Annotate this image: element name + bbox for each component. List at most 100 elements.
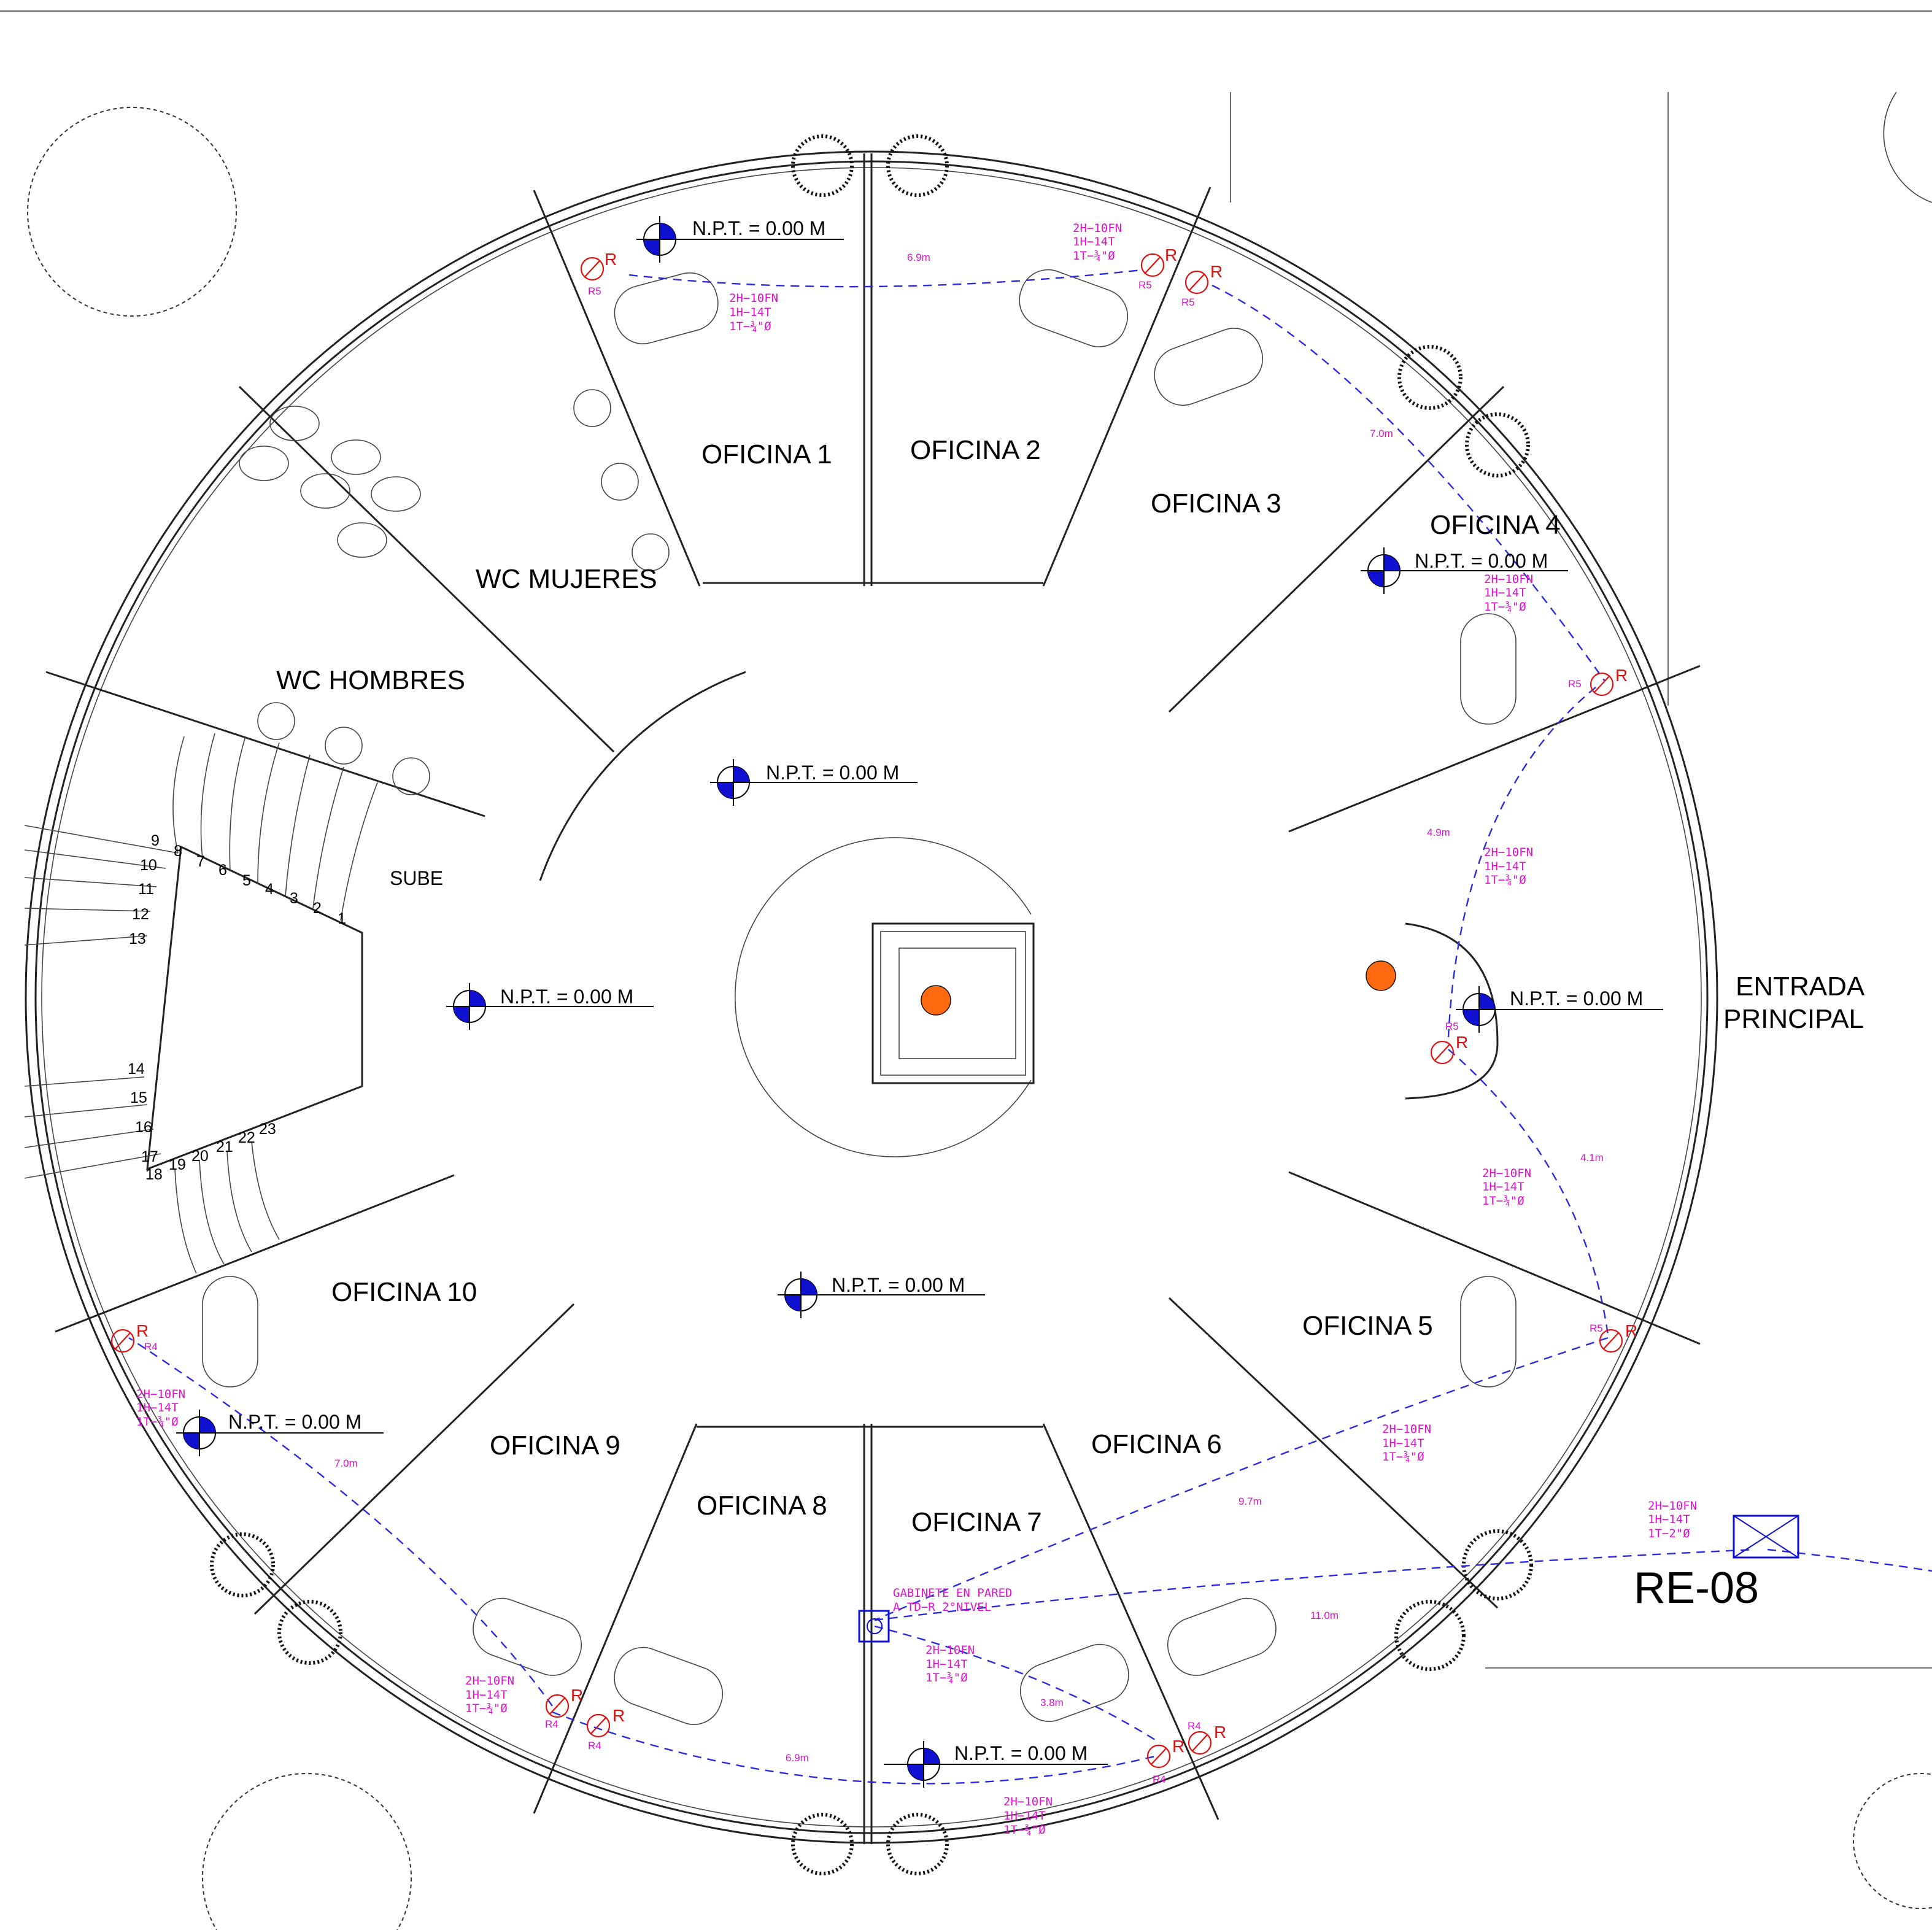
distance-label: 7.0m (1370, 428, 1393, 439)
plant-icon (1397, 345, 1463, 410)
svg-text:2H−10FN: 2H−10FN (1482, 1167, 1531, 1180)
distance-label: 4.9m (1427, 827, 1450, 838)
stair-number-21: 21 (216, 1138, 233, 1156)
office-furniture (202, 269, 1517, 1725)
stair-number-10: 10 (140, 857, 157, 874)
svg-text:1T−¾"Ø: 1T−¾"Ø (136, 1415, 179, 1429)
stair-number-20: 20 (191, 1148, 209, 1165)
level-marker: N.P.T. = 0.00 M (884, 1741, 1108, 1788)
svg-text:1H−14T: 1H−14T (1003, 1809, 1046, 1823)
outlet-icon: R R5 (1181, 262, 1223, 308)
plant-icon (791, 1813, 854, 1875)
svg-text:1H−14T: 1H−14T (1648, 1513, 1690, 1526)
svg-text:N.P.T. = 0.00 M: N.P.T. = 0.00 M (832, 1274, 965, 1296)
svg-text:N.P.T. = 0.00 M: N.P.T. = 0.00 M (228, 1411, 361, 1433)
person-icon (921, 985, 951, 1016)
tree-icon (202, 1773, 412, 1930)
room-label-oficina-4: OFICINA 4 (1430, 510, 1561, 540)
svg-text:N.P.T. = 0.00 M: N.P.T. = 0.00 M (954, 1742, 1088, 1764)
room-label-oficina-10: OFICINA 10 (331, 1277, 477, 1307)
svg-text:R: R (1165, 245, 1177, 264)
distance-label: 7.0m (334, 1457, 358, 1469)
svg-text:1H−14T: 1H−14T (1484, 586, 1526, 600)
stair-number-6: 6 (218, 862, 227, 879)
partition-walls (45, 153, 1701, 1844)
svg-text:N.P.T. = 0.00 M: N.P.T. = 0.00 M (500, 986, 633, 1008)
distance-label: 3.8m (1040, 1697, 1064, 1708)
svg-text:2H−10FN: 2H−10FN (136, 1388, 185, 1401)
stair-number-11: 11 (138, 881, 154, 898)
room-label-oficina-7: OFICINA 7 (911, 1507, 1042, 1537)
room-labels: OFICINA 1 OFICINA 2 OFICINA 3 OFICINA 4 … (276, 435, 1865, 1537)
svg-text:R: R (1625, 1321, 1637, 1340)
svg-text:1H−14T: 1H−14T (925, 1658, 968, 1671)
svg-text:R: R (1172, 1737, 1184, 1756)
distance-label: 9.7m (1238, 1496, 1262, 1507)
svg-text:R5: R5 (588, 285, 601, 297)
svg-text:R: R (136, 1321, 149, 1340)
svg-text:1T−¾"Ø: 1T−¾"Ø (1482, 1194, 1524, 1208)
level-marker: N.P.T. = 0.00 M (636, 216, 844, 263)
svg-text:R5: R5 (1445, 1021, 1459, 1032)
stair-direction-label: SUBE (390, 867, 443, 889)
stair-number-1: 1 (338, 910, 346, 927)
stair-number-8: 8 (174, 843, 182, 860)
svg-text:R: R (1210, 262, 1223, 281)
plant-icon (791, 134, 854, 197)
level-marker: N.P.T. = 0.00 M (710, 759, 918, 806)
room-label-oficina-1: OFICINA 1 (701, 439, 832, 469)
distance-labels: 6.9m 7.0m 4.9m 4.1m 9.7m 11.0m 3.8m 6.9m… (334, 252, 1604, 1764)
plant-icon (1394, 1600, 1466, 1671)
level-marker: N.P.T. = 0.00 M (1456, 986, 1663, 1033)
site-lines (1230, 91, 1932, 1669)
stair-number-3: 3 (290, 890, 298, 907)
svg-text:1T−¾"Ø: 1T−¾"Ø (1484, 600, 1526, 614)
central-core (735, 837, 1035, 1157)
svg-text:1T−¾"Ø: 1T−¾"Ø (465, 1702, 508, 1715)
svg-text:R: R (605, 250, 617, 269)
svg-text:1T−¾"Ø: 1T−¾"Ø (1382, 1450, 1424, 1464)
svg-text:2H−10FN: 2H−10FN (1484, 846, 1533, 859)
outlet-icon: RR5 (1590, 1321, 1637, 1353)
outlet-icon: RR5 (1430, 1021, 1468, 1065)
distance-label: 4.1m (1580, 1152, 1604, 1164)
svg-text:1T−2"Ø: 1T−2"Ø (1648, 1527, 1690, 1540)
stair-number-14: 14 (128, 1060, 145, 1078)
plant-icon (1462, 1529, 1533, 1600)
stair-number-7: 7 (196, 853, 205, 870)
outlet-icon: RR4 (1188, 1720, 1226, 1755)
svg-text:1H−14T: 1H−14T (729, 306, 771, 319)
svg-text:R4: R4 (545, 1718, 558, 1730)
level-marker: N.P.T. = 0.00 M (446, 983, 654, 1030)
distance-label: 6.9m (907, 252, 930, 263)
plant-icon (210, 1532, 275, 1597)
svg-text:N.P.T. = 0.00 M: N.P.T. = 0.00 M (692, 217, 825, 239)
svg-text:R4: R4 (1153, 1774, 1166, 1785)
room-label-oficina-6: OFICINA 6 (1091, 1429, 1222, 1459)
cabinet-box-icon (858, 1610, 890, 1643)
wc-fixtures (239, 389, 670, 795)
stair-number-17: 17 (141, 1148, 158, 1165)
cabinet-note-line2: A TD−R 2°NIVEL (893, 1600, 991, 1614)
room-label-wc-mujeres: WC MUJERES (476, 564, 657, 594)
svg-text:N.P.T. = 0.00 M: N.P.T. = 0.00 M (1415, 550, 1548, 572)
svg-text:1H−14T: 1H−14T (1484, 860, 1526, 873)
level-marker: N.P.T. = 0.00 M (778, 1272, 985, 1318)
room-label-oficina-5: OFICINA 5 (1302, 1311, 1433, 1341)
stair-number-9: 9 (151, 832, 160, 849)
plant-icon (1465, 412, 1530, 477)
svg-text:R5: R5 (1181, 296, 1195, 308)
svg-text:1T−¾"Ø: 1T−¾"Ø (1484, 873, 1526, 887)
outlet-icon: RR5 (1568, 666, 1628, 697)
svg-text:2H−10FN: 2H−10FN (1003, 1795, 1053, 1808)
room-label-oficina-8: OFICINA 8 (697, 1491, 827, 1521)
stair-number-19: 19 (169, 1156, 186, 1173)
panel-box-icon (1733, 1515, 1799, 1559)
svg-text:R: R (1456, 1033, 1468, 1052)
svg-text:1T−¾"Ø: 1T−¾"Ø (1073, 249, 1115, 263)
